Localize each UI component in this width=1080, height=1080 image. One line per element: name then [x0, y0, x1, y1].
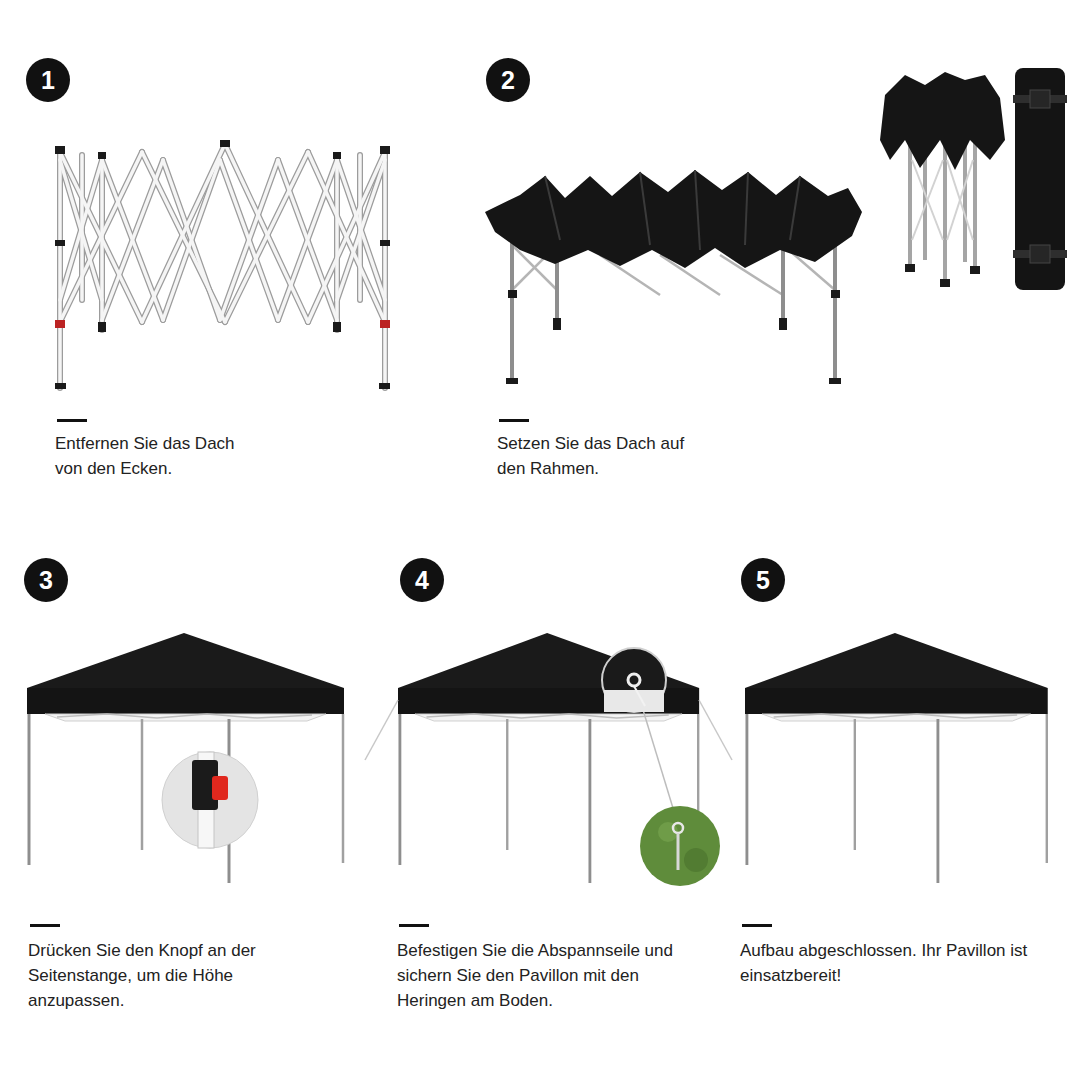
step-number: 4 [415, 568, 429, 593]
step-caption: Setzen Sie das Dach auf den Rahmen. [497, 431, 709, 481]
step-number: 5 [756, 568, 770, 593]
pavilion-anchored-drawing [365, 633, 732, 886]
step-number: 3 [39, 568, 53, 593]
step-number-circle: 5 [741, 558, 785, 602]
step-number: 2 [501, 68, 515, 93]
caption-dash [30, 419, 772, 927]
step-number-circle: 4 [400, 558, 444, 602]
step-caption: Aufbau abgeschlossen. Ihr Pavillon ist e… [740, 938, 1040, 988]
step-number-circle: 1 [26, 58, 70, 102]
step-caption: Drücken Sie den Knopf an der Seitenstang… [28, 938, 290, 1013]
step-caption: Entfernen Sie das Dach von den Ecken. [55, 431, 260, 481]
pavilion-finished-drawing [745, 633, 1048, 883]
step-number: 1 [41, 68, 55, 93]
folded-pavilion-drawing [880, 68, 1067, 290]
pavilion-drawing [27, 633, 344, 883]
frame-drawing [55, 140, 390, 389]
step-number-circle: 3 [24, 558, 68, 602]
step-caption: Befestigen Sie die Abspannseile und sich… [397, 938, 682, 1013]
step-number-circle: 2 [486, 58, 530, 102]
roof-on-frame-drawing [485, 170, 862, 384]
